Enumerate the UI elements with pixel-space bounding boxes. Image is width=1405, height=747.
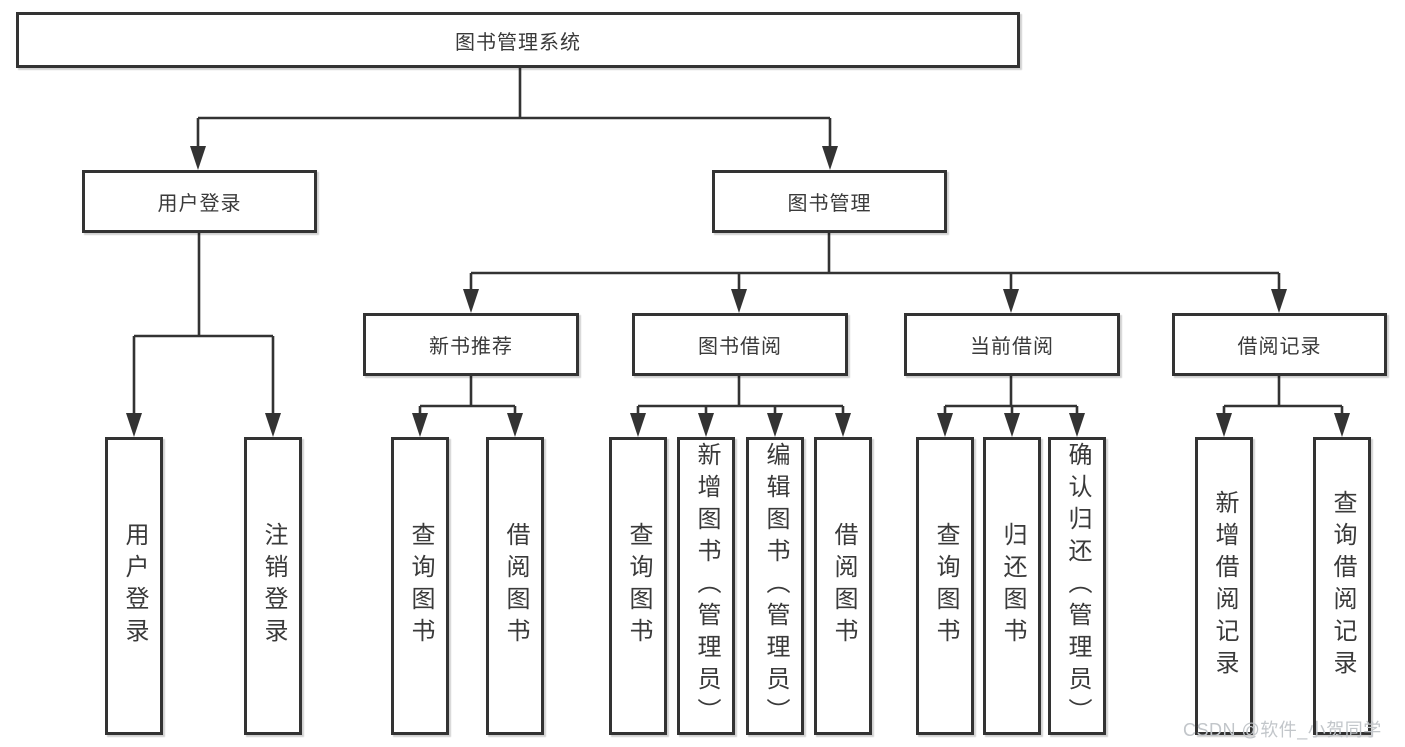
arrowheads-borrow-record-children bbox=[1216, 413, 1350, 437]
node-library-management-system: 图书管理系统 bbox=[16, 12, 1020, 68]
leaf-label: 借阅图书 bbox=[502, 522, 529, 650]
leaf-label: 查询图书 bbox=[407, 522, 434, 650]
arrowheads-level2 bbox=[190, 146, 838, 170]
leaf-query-books-recommendation: 查询图书 bbox=[391, 437, 449, 735]
leaf-label: 编辑图书（管理员） bbox=[762, 442, 789, 730]
node-label: 图书管理系统 bbox=[455, 31, 581, 54]
arrowheads-level3 bbox=[463, 289, 1287, 313]
node-current-borrowing: 当前借阅 bbox=[904, 313, 1120, 376]
leaf-query-books-borrowing: 查询图书 bbox=[609, 437, 667, 735]
leaf-label: 查询图书 bbox=[625, 522, 652, 650]
connector-book-management-children bbox=[469, 233, 1281, 292]
connector-root-to-level2 bbox=[196, 68, 832, 150]
leaf-edit-books-admin: 编辑图书（管理员） bbox=[746, 437, 804, 735]
arrowheads-new-book-children bbox=[412, 413, 523, 437]
leaf-confirm-return-admin: 确认归还（管理员） bbox=[1048, 437, 1106, 735]
connector-borrow-record-children bbox=[1222, 376, 1344, 416]
leaf-label: 归还图书 bbox=[999, 522, 1026, 650]
node-user-login: 用户登录 bbox=[82, 170, 317, 233]
leaf-label: 注销登录 bbox=[260, 522, 287, 650]
leaf-add-books-admin: 新增图书（管理员） bbox=[677, 437, 735, 735]
connector-current-borrow-children bbox=[943, 376, 1079, 416]
node-label: 用户登录 bbox=[157, 193, 242, 215]
leaf-add-borrow-record: 新增借阅记录 bbox=[1195, 437, 1253, 735]
node-label: 新书推荐 bbox=[429, 336, 513, 358]
leaf-label: 新增图书（管理员） bbox=[693, 442, 720, 730]
leaf-query-books-current: 查询图书 bbox=[916, 437, 974, 735]
leaf-query-borrow-record: 查询借阅记录 bbox=[1313, 437, 1371, 735]
connector-book-borrow-children bbox=[636, 376, 845, 416]
node-book-management: 图书管理 bbox=[712, 170, 947, 233]
leaf-logout: 注销登录 bbox=[244, 437, 302, 735]
node-borrowing-records: 借阅记录 bbox=[1172, 313, 1387, 376]
arrowheads-current-borrow-children bbox=[937, 413, 1085, 437]
csdn-watermark: CSDN @软件_小贺同学 bbox=[1183, 720, 1382, 740]
arrowheads-user-login-children bbox=[126, 413, 281, 437]
node-label: 图书管理 bbox=[787, 193, 872, 215]
leaf-label: 查询图书 bbox=[932, 522, 959, 650]
connector-user-login-children bbox=[132, 233, 275, 416]
leaf-user-login: 用户登录 bbox=[105, 437, 163, 735]
leaf-label: 新增借阅记录 bbox=[1211, 490, 1238, 682]
leaf-borrow-books: 借阅图书 bbox=[814, 437, 872, 735]
arrowheads-book-borrow-children bbox=[630, 413, 851, 437]
leaf-return-books: 归还图书 bbox=[983, 437, 1041, 735]
node-book-borrowing: 图书借阅 bbox=[632, 313, 848, 376]
leaf-borrow-books-recommendation: 借阅图书 bbox=[486, 437, 544, 735]
node-new-book-recommendation: 新书推荐 bbox=[363, 313, 579, 376]
leaf-label: 用户登录 bbox=[121, 522, 148, 650]
leaf-label: 借阅图书 bbox=[830, 522, 857, 650]
node-label: 借阅记录 bbox=[1237, 336, 1322, 358]
connector-new-book-children bbox=[418, 376, 517, 416]
node-label: 图书借阅 bbox=[698, 336, 782, 358]
node-label: 当前借阅 bbox=[970, 336, 1054, 358]
leaf-label: 确认归还（管理员） bbox=[1064, 442, 1091, 730]
leaf-label: 查询借阅记录 bbox=[1329, 490, 1356, 682]
